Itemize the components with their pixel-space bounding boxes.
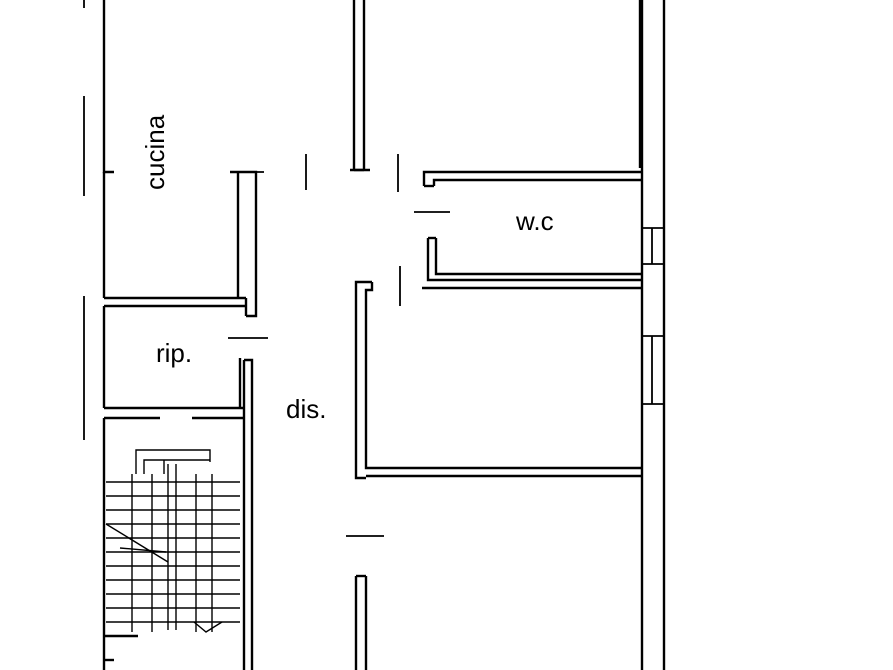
wc-label: w.c — [515, 206, 554, 236]
stair-treads — [106, 474, 240, 632]
kitchen-room — [104, 154, 307, 318]
right-exterior-wall — [640, 0, 666, 670]
lower-room — [346, 535, 384, 670]
hallway-label: dis. — [286, 394, 326, 424]
left-exterior-wall — [83, 0, 114, 670]
wc-room — [399, 170, 642, 306]
staircase — [104, 449, 240, 662]
middle-room — [354, 280, 642, 480]
storage-room — [104, 304, 268, 670]
kitchen-label: cucina — [140, 114, 170, 190]
upper-room — [350, 0, 642, 192]
storage-label: rip. — [156, 338, 192, 368]
